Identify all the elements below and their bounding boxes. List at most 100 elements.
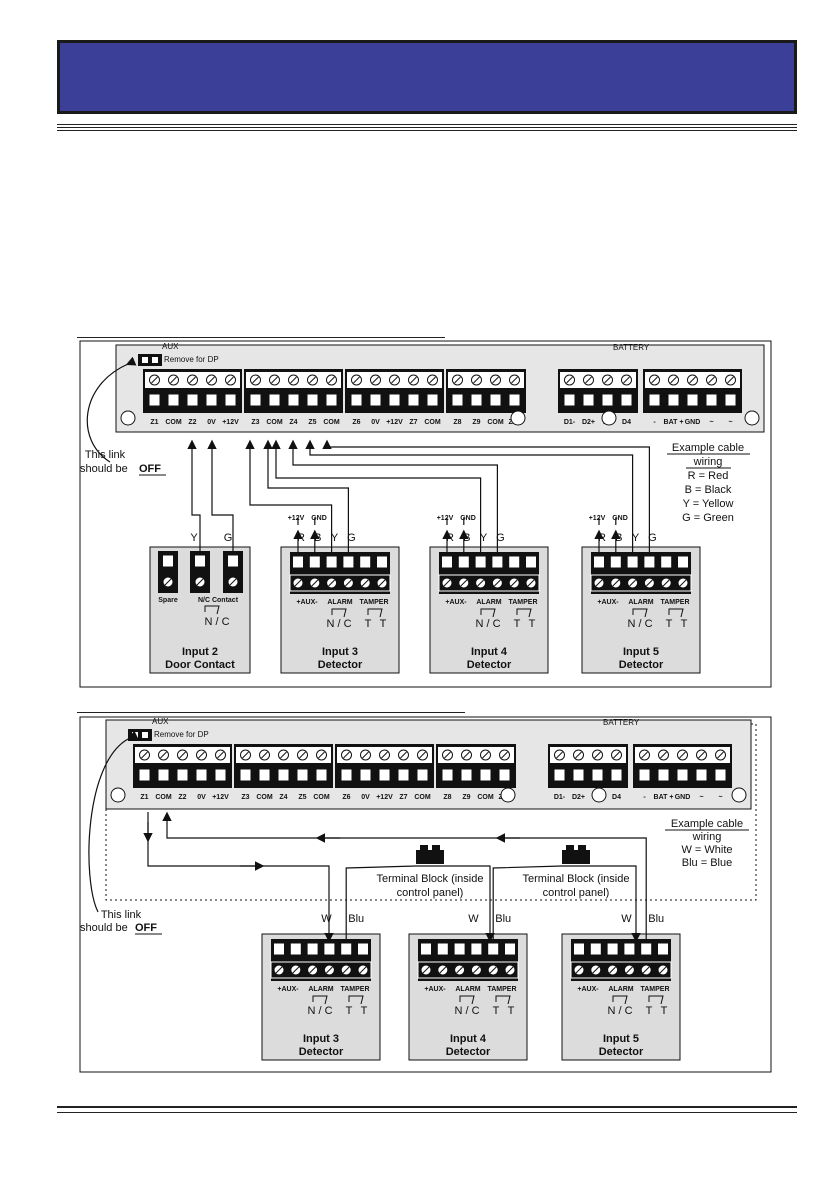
terminal-label: Z2 [188,419,196,426]
wire-input3-green [263,439,349,553]
screw [194,576,206,588]
legend-line: Example cable [671,818,743,830]
relay-contact-symbol [459,995,475,1005]
screw-slot [361,579,369,587]
link-off-label: OFF [139,463,161,475]
detector-title: Input 4 [450,1033,487,1045]
tamper-contact-symbol [348,995,364,1005]
terminal-label: D1- [564,419,576,426]
terminal-socket [306,393,319,407]
screw [370,374,381,386]
terminal-label: Z7 [399,794,407,801]
alarm-terminal-label: ALARM [327,599,352,606]
detector-terminal-block [271,939,371,981]
screw-slot [662,579,670,587]
screw-slot [362,751,369,759]
terminal-socket [470,942,483,956]
relay-contact-symbol [331,608,347,618]
wire-letter: Blu [348,913,364,925]
screw-slot [670,376,677,384]
screw [554,749,565,761]
terminal-socket [273,942,285,956]
screw [196,749,207,761]
screw-slot [651,376,658,384]
wire-input4-yellow [271,439,482,553]
dp-link-pin [142,357,148,363]
screw-slot [660,751,667,759]
terminal-block-label: control panel) [397,887,464,899]
screw [480,749,491,761]
loop-wire-white-out [147,812,334,943]
detector-title: Input 5 [623,646,659,658]
terminal-socket [491,555,504,569]
screw [677,577,689,589]
terminal-label: Z9 [462,794,470,801]
loop-wire-blue-return [162,811,647,940]
tamper-t-label: T [493,1005,500,1017]
terminal-socket [638,768,651,782]
terminal-socket [359,768,372,782]
terminal-socket [162,554,174,568]
relay-contact-symbol [612,995,628,1005]
terminal-socket [340,942,353,956]
screw-slot [419,751,426,759]
wire-letter: Y [632,532,640,544]
screw-slot [556,751,563,759]
mounting-hole [731,787,747,803]
nc-label: N / C [204,616,229,628]
link-note: should be [80,463,128,475]
screw [323,964,335,976]
terminal-socket [342,555,355,569]
screw [359,577,371,589]
screw-slot [271,376,278,384]
connector-screw [566,845,574,853]
screw-slot [623,376,630,384]
terminal-label: Z5 [298,794,306,801]
terminal-label: COM [477,794,494,801]
tamper-contact-symbol [367,608,383,618]
legend-line: R = Red [688,470,729,482]
screw-slot [604,376,611,384]
nc-label: N / C [607,1005,632,1017]
screw [509,374,520,386]
screw-slot [689,376,696,384]
header-rule [57,127,797,128]
detector-subtitle: Detector [446,1046,491,1058]
terminal-socket [525,555,537,569]
terminal-socket [268,393,281,407]
terminal-socket [148,393,161,407]
terminal-block-label: Terminal Block (inside [523,873,630,885]
screw-slot [659,966,667,974]
terminal-screw-strip [550,747,626,763]
tamper-terminal-label: TAMPER [487,986,516,993]
tamper-t-label: T [508,1005,515,1017]
alarm-terminal-label: ALARM [608,986,633,993]
screw [168,374,179,386]
connector-body [416,850,444,864]
screw [326,374,337,386]
terminal-label: Z8 [443,794,451,801]
terminal-label: BAT + [654,794,674,801]
terminal-label: - [653,419,656,426]
terminal-label: Z4 [289,419,297,426]
terminal-block-label: control panel) [543,887,610,899]
terminal-socket [296,768,309,782]
link-note: This link [85,449,126,461]
terminal-socket [249,393,262,407]
wire-input5-green [322,439,651,553]
terminal-label: Z6 [342,794,350,801]
terminal-socket [369,393,382,407]
alarm-terminal-label: ALARM [476,599,501,606]
link-note: This link [101,909,142,921]
detector-terminal-block [439,552,539,594]
detector-terminal-block [571,939,671,981]
screw-slot [309,966,316,974]
terminal-socket [606,942,619,956]
terminal-socket [376,555,388,569]
terminal-socket [457,555,470,569]
detector-subtitle: Detector [467,659,512,671]
terminal-socket [572,768,585,782]
page-banner [57,40,797,114]
terminal-socket [426,393,439,407]
